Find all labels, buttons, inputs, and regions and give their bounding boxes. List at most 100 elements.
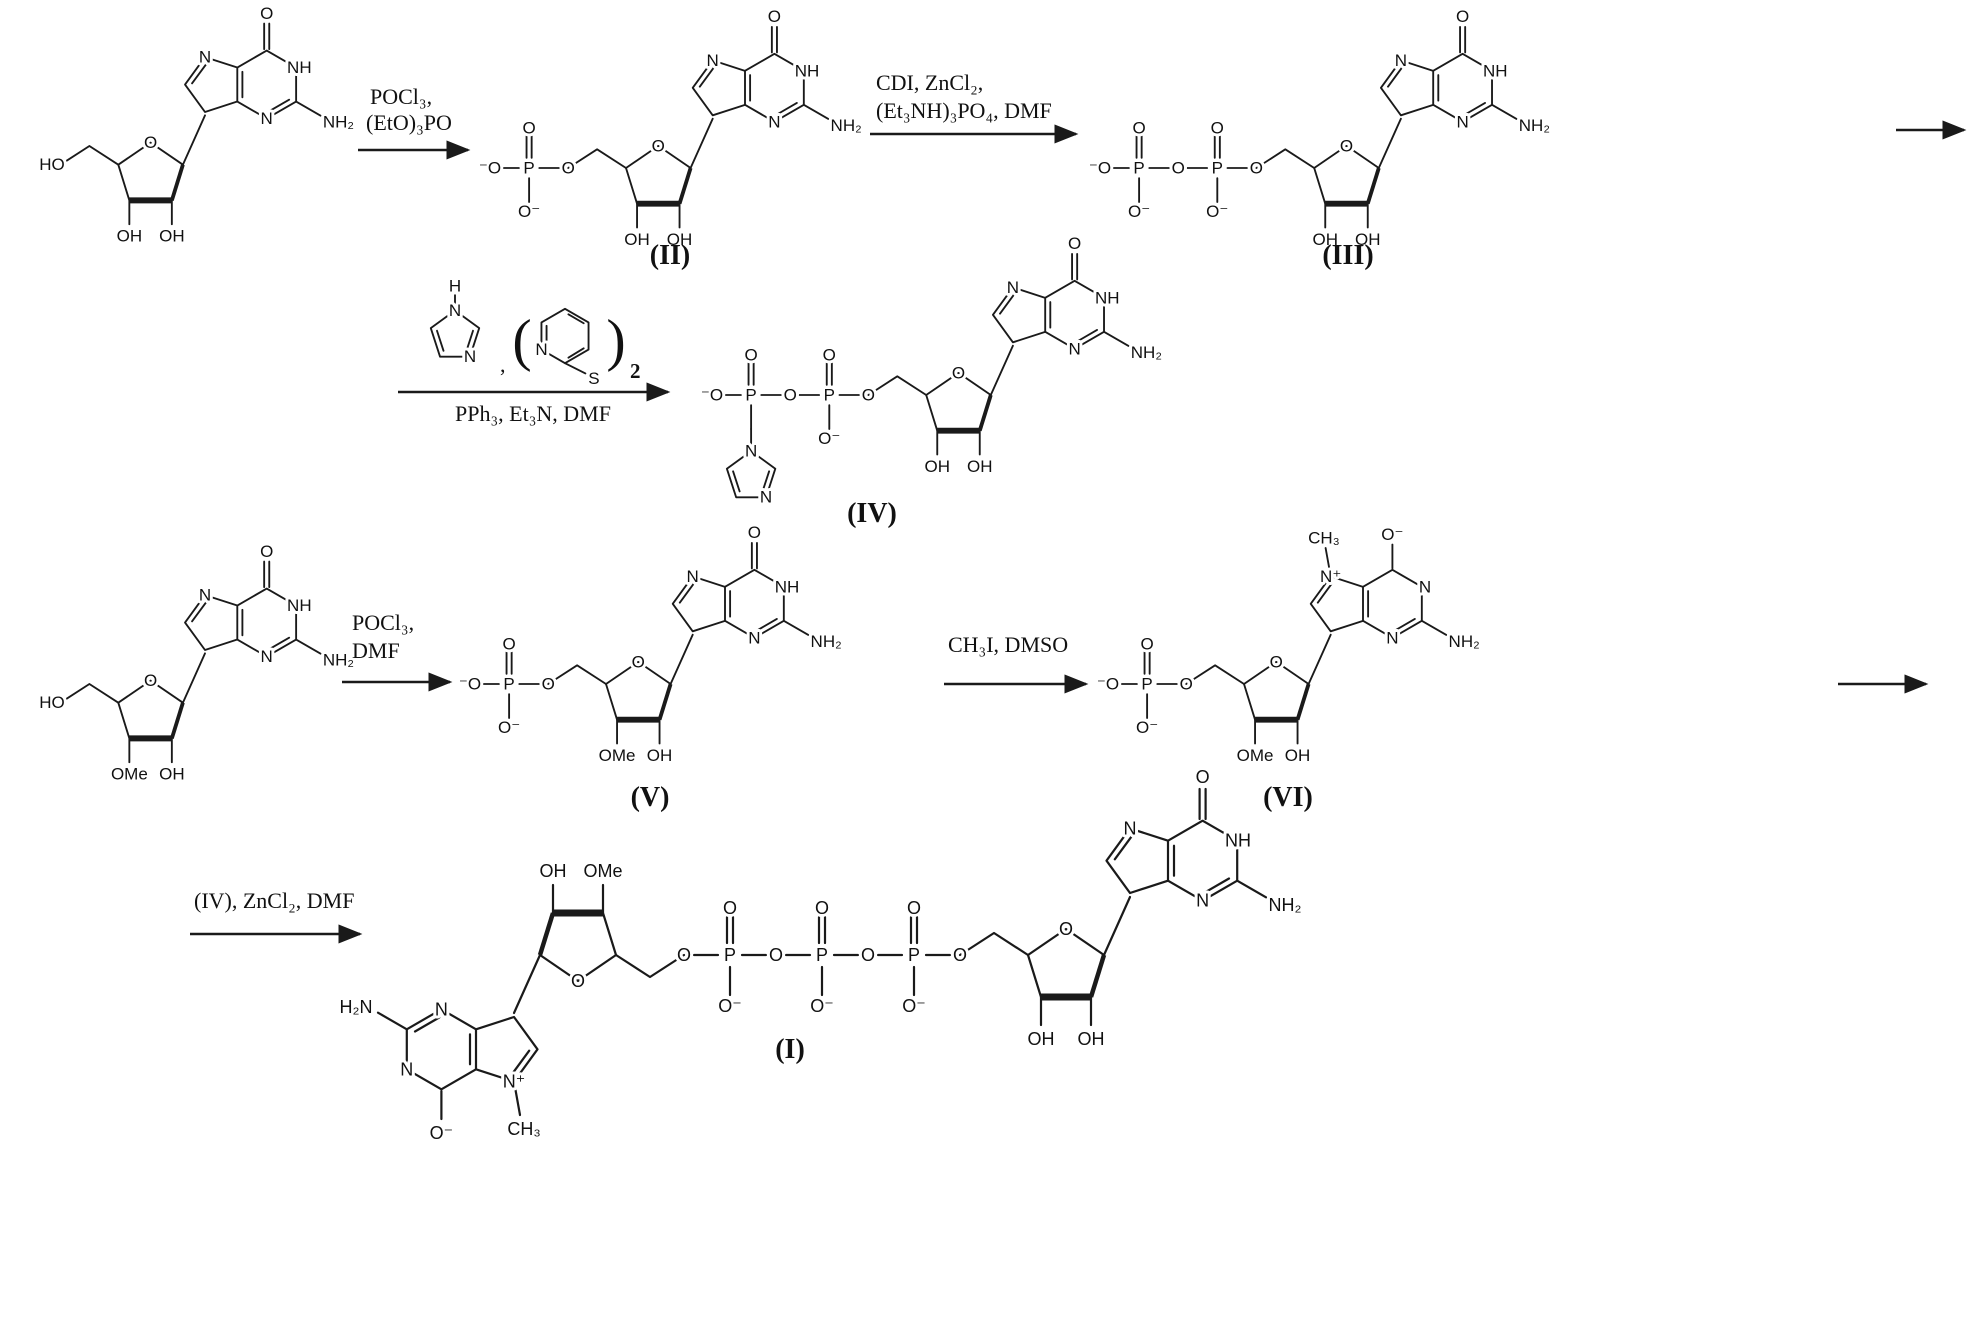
atom-N-plus: N⁺ <box>503 1072 526 1092</box>
atom-P: P <box>724 945 736 965</box>
atom-O-minus: O⁻ <box>1128 202 1150 221</box>
atom-NH2: NH₂ <box>1519 116 1550 135</box>
atom-O-minus: O⁻ <box>1381 525 1403 544</box>
paren-subscript-2: 2 <box>630 359 641 383</box>
atom-O-bridge: O <box>953 945 967 965</box>
atom-O: O <box>1132 119 1145 138</box>
atom-NH: NH <box>1225 831 1251 851</box>
reaction-step-2: CDI, ZnCl₂, (Et₃NH)₃PO₄, DMF <box>870 70 1079 144</box>
atom-OH: OH <box>540 861 567 881</box>
atom-O-ring: O <box>144 133 157 152</box>
compound-label-i: (I) <box>775 1034 805 1065</box>
atom-O-minus: ⁻O <box>701 386 723 405</box>
reaction-step-3: PPh₃, Et₃N, DMF <box>398 382 671 426</box>
atom-O: O <box>748 523 761 542</box>
atom-P: P <box>503 675 514 694</box>
atom-O: O <box>260 542 273 561</box>
atom-HO: HO <box>39 155 65 174</box>
atom-O: O <box>1140 635 1153 654</box>
atom-O: O <box>723 898 737 918</box>
atom-O-bridge: O <box>1250 159 1263 178</box>
atom-O: O <box>768 7 781 26</box>
atom-O-bridge: O <box>769 945 783 965</box>
reaction-step-6: (IV), ZnCl₂, DMF <box>190 888 363 944</box>
atom-O-minus: O⁻ <box>1206 202 1228 221</box>
molecule-vi-m7-3ome-gmp: ⁻O P O O⁻ O O OH OMe CH₃ N⁺ O⁻ N NH₂ N <box>1094 522 1483 768</box>
atom-N: N <box>199 586 211 605</box>
atom-P: P <box>1141 675 1152 694</box>
atom-O-bridge: O <box>784 386 797 405</box>
atom-CH3: CH₃ <box>507 1119 540 1139</box>
atom-N-plus: N⁺ <box>1320 567 1341 586</box>
atom-O-ring: O <box>652 136 665 155</box>
atom-N: N <box>464 347 476 366</box>
atom-OMe: OMe <box>111 765 148 784</box>
reagent-text: (Et₃NH)₃PO₄, DMF <box>876 98 1052 123</box>
reagent-text: (EtO)₃PO <box>366 110 452 135</box>
atom-O-minus: O⁻ <box>810 996 834 1016</box>
atom-N: N <box>449 301 461 320</box>
atom-NH: NH <box>795 61 820 80</box>
atom-O-ring: O <box>952 363 965 382</box>
left-paren: ( <box>512 308 531 373</box>
atom-OH: OH <box>624 230 650 249</box>
atom-O-minus: O⁻ <box>718 996 742 1016</box>
atom-O-minus: O⁻ <box>430 1123 454 1143</box>
compound-label-v: (V) <box>631 782 670 813</box>
atom-P: P <box>824 386 835 405</box>
atom-N: N <box>261 647 273 666</box>
atom-O-minus: ⁻O <box>459 675 481 694</box>
atom-N: N <box>400 1059 413 1079</box>
atom-P: P <box>1133 159 1144 178</box>
atom-O-minus: ⁻O <box>1097 675 1119 694</box>
compound-label-iii: (III) <box>1322 240 1373 271</box>
molecule-ii-gmp: ⁻O P O O⁻ O O OH OH N O NH NH₂ N <box>476 4 865 252</box>
atom-NH2: NH₂ <box>831 116 862 135</box>
atom-P: P <box>1212 159 1223 178</box>
atom-O: O <box>522 119 535 138</box>
molecule-iv-gdp-imidazolide: ⁻O P O N N O P O O⁻ O O OH OH N O NH NH₂… <box>698 231 1165 510</box>
atom-O-minus: O⁻ <box>1136 718 1158 737</box>
atom-N: N <box>1068 339 1080 358</box>
atom-O: O <box>815 898 829 918</box>
atom-O-bridge: O <box>562 159 575 178</box>
atom-H: H <box>449 276 461 295</box>
atom-N: N <box>199 48 211 67</box>
atom-O-bridge: O <box>542 675 555 694</box>
atom-OMe: OMe <box>583 861 622 881</box>
atom-O-minus: O⁻ <box>902 996 926 1016</box>
atom-N: N <box>1456 112 1468 131</box>
atom-OH: OH <box>1028 1029 1055 1049</box>
atom-O: O <box>1456 7 1469 26</box>
atom-N: N <box>1419 577 1431 596</box>
molecule-guanosine: N O NH NH₂ N O OH OH HO <box>36 1 357 249</box>
atom-N: N <box>1007 278 1019 297</box>
atom-N: N <box>535 340 547 359</box>
atom-O-minus: O⁻ <box>498 718 520 737</box>
atom-O-minus: O⁻ <box>818 429 840 448</box>
reagent-text: DMF <box>352 638 400 663</box>
reagent-text: (IV), ZnCl₂, DMF <box>194 888 354 913</box>
atom-O: O <box>1196 767 1210 787</box>
atom-N: N <box>1386 628 1398 647</box>
atom-O-ring: O <box>1270 652 1283 671</box>
right-paren: ) <box>606 308 625 373</box>
atom-NH: NH <box>1095 288 1120 307</box>
molecule-v-3ome-gmp: ⁻O P O O⁻ O O OH OMe N O NH NH₂ N <box>456 520 845 768</box>
reaction-step-5: CH₃I, DMSO <box>944 632 1089 694</box>
atom-NH: NH <box>1483 61 1508 80</box>
molecule-3ome-guanosine: N O NH NH₂ N O OH OMe HO <box>36 539 357 787</box>
atom-N: N <box>1196 891 1209 911</box>
atom-O: O <box>1211 119 1224 138</box>
atom-OH: OH <box>159 227 184 246</box>
atom-N: N <box>1124 818 1137 838</box>
atom-OH: OH <box>117 227 143 246</box>
atom-OH: OH <box>647 746 673 765</box>
atom-O-bridge: O <box>1172 159 1185 178</box>
atom-NH2: NH₂ <box>1449 632 1480 651</box>
atom-CH3: CH₃ <box>1308 528 1339 547</box>
atom-NH2: NH₂ <box>323 651 354 670</box>
atom-O-bridge: O <box>1180 675 1193 694</box>
atom-O: O <box>1068 234 1081 253</box>
